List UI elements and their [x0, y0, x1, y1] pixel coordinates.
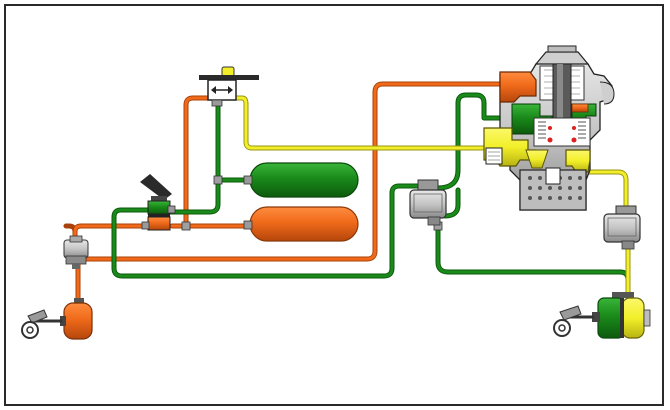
relay-valve-center: [409, 179, 447, 226]
relay-valve-right: [603, 205, 641, 250]
orange-brake-chamber: [21, 298, 93, 340]
green-reservoir: [243, 162, 359, 198]
hand-control-valve: [199, 66, 259, 107]
green-pipes: [111, 92, 631, 301]
trailer-control-valve: [483, 45, 615, 211]
brake-pedal-valve: [140, 174, 176, 231]
relay-valve-left: [63, 235, 89, 269]
spring-brake-chamber: [553, 292, 651, 339]
yellow-pipes: [233, 95, 631, 301]
orange-reservoir: [243, 206, 359, 242]
